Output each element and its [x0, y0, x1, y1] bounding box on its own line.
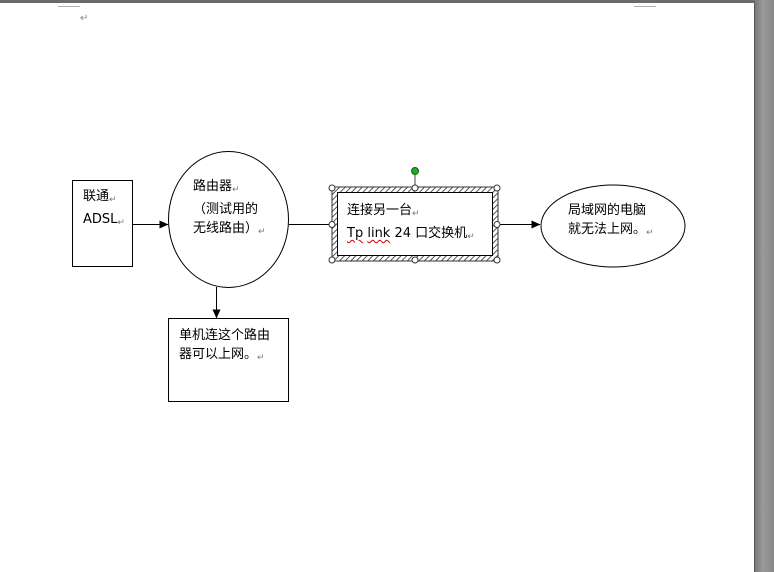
handle-bottom-left [328, 256, 336, 264]
node-lan[interactable] [540, 184, 686, 268]
sizing-handles[interactable] [328, 184, 501, 264]
label-switch: 连接另一台↵ Tp link 24 口交换机↵ [347, 203, 475, 242]
label-liantong: 联通↵ ADSL↵ [83, 189, 125, 228]
handle-middle-left [328, 221, 336, 228]
label-single-pc: 单机连这个路由 器可以上网。↵ [179, 328, 271, 363]
flowchart [72, 151, 686, 402]
label-lan: 局域网的电脑 就无法上网。↵ [568, 203, 654, 238]
spellcheck-word[interactable]: link [367, 226, 391, 241]
handle-bottom-center [411, 256, 419, 264]
label-router: 路由器↵ （测试用的 无线路由）↵ [193, 179, 266, 237]
handle-top-right [493, 184, 501, 192]
handle-bottom-right [493, 256, 501, 264]
document-page[interactable]: ↵ [0, 0, 755, 572]
margin-corner-top-left [58, 0, 80, 7]
handle-middle-right [493, 221, 501, 228]
spellcheck-word[interactable]: Tp [347, 226, 364, 241]
node-liantong-adsl[interactable] [72, 180, 133, 267]
handle-top-center [411, 184, 419, 192]
margin-corner-top-right [634, 0, 656, 7]
node-switch[interactable] [337, 192, 493, 256]
page-gutter [755, 0, 774, 572]
rotation-handle[interactable] [411, 167, 419, 175]
window-top-border [0, 0, 774, 3]
paragraph-mark: ↵ [80, 13, 89, 24]
node-single-pc[interactable] [168, 318, 289, 402]
node-router[interactable] [168, 151, 289, 288]
handle-top-left [328, 184, 336, 192]
